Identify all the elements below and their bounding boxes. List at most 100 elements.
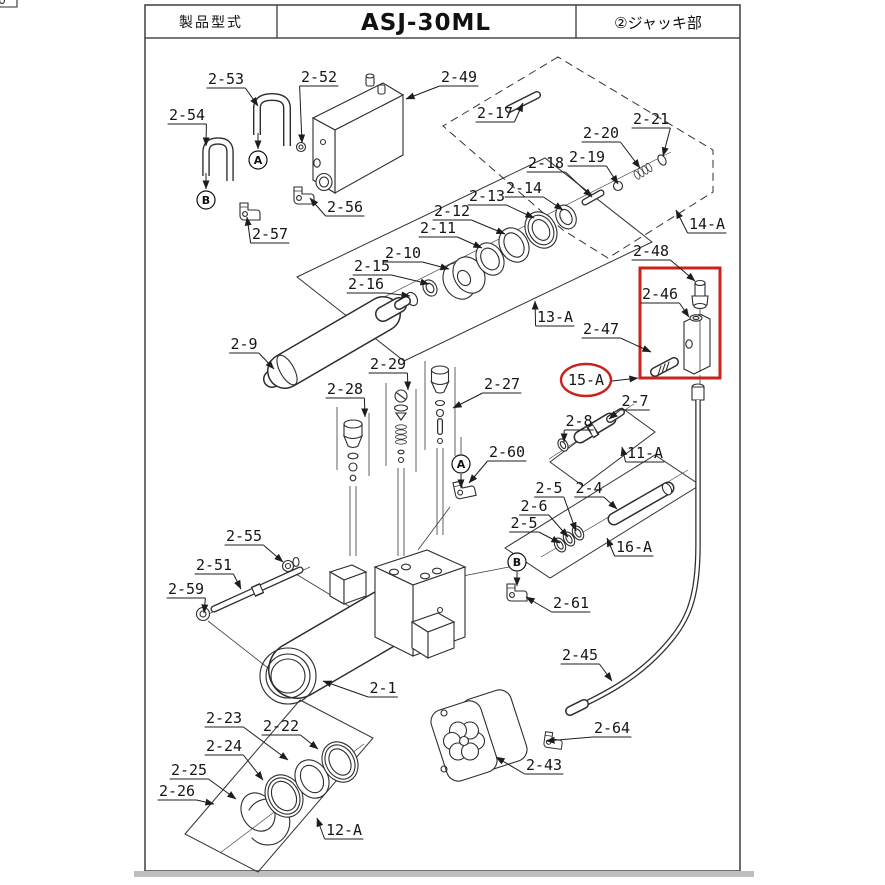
part-label-group: 2-47 (581, 320, 652, 353)
part-label: 14-A (689, 215, 725, 233)
part-label-group: 2-56 (309, 197, 365, 217)
hose-2-45 (565, 383, 705, 716)
part-label-group: 2-51 (194, 556, 242, 590)
part-label: 2-24 (206, 737, 242, 755)
part-label-group: 2-54 (167, 106, 210, 147)
callout-circle (451, 454, 471, 474)
part-label-group: 2-60 (468, 443, 527, 484)
part-label-group: 2-7 (608, 392, 650, 420)
part-label: 2-52 (301, 68, 337, 86)
part-label-group: 2-5 (509, 514, 561, 544)
callout-circle (196, 190, 216, 210)
part-label-group: 2-52 (298, 68, 339, 144)
part-label: 2-17 (477, 104, 513, 122)
part-label: 2-19 (569, 148, 605, 166)
part-label: 12-A (326, 821, 362, 839)
part-label: 2-59 (168, 580, 204, 598)
part-label: 2-18 (528, 154, 564, 172)
cylinder-body-2-1 (259, 549, 467, 705)
title-block-model: ASJ-30ML (361, 10, 491, 36)
fitting-2-48 (691, 279, 709, 310)
part-label-group: 2-59 (166, 580, 209, 614)
part-label-group: 2-53 (206, 70, 259, 107)
part-label: 15-A (568, 371, 604, 389)
stack-2-28 (336, 407, 370, 556)
part-label-group: 12-A (316, 817, 364, 840)
block-2-46 (683, 313, 711, 375)
part-label: 2-23 (206, 709, 242, 727)
group-14A-outline (442, 56, 714, 259)
part-label-group: 2-10 (383, 244, 450, 271)
part-label: 2-64 (594, 719, 630, 737)
part-label-group: 2-27 (452, 375, 522, 409)
callout-B: B (196, 173, 216, 210)
part-label-group: 16-A (606, 537, 654, 557)
part-label: 2-48 (633, 242, 669, 260)
part-label: 2-12 (434, 202, 470, 220)
part-label: 2-5 (535, 479, 562, 497)
oil-tank-part (311, 73, 405, 194)
part-label: 2-16 (348, 275, 384, 293)
part-label: 2-51 (196, 556, 232, 574)
part-label-group: 2-55 (224, 527, 284, 563)
callout-circle (248, 150, 268, 170)
part-label-group: 2-14 (504, 179, 564, 211)
part-label: 2-22 (263, 717, 299, 735)
part-label: 11-A (627, 444, 663, 462)
part-label: 2-29 (370, 355, 406, 373)
part-label-group: 11-A (620, 444, 665, 463)
part-label: 2-5 (510, 514, 537, 532)
callout-circle (507, 552, 527, 572)
callout-letter: B (513, 556, 521, 569)
stack-2-27 (424, 361, 456, 535)
grommet-2-52 (295, 141, 307, 153)
part-label-group: 2-28 (325, 380, 369, 418)
part-label-group: 2-45 (560, 646, 613, 682)
part-label-group: 2-49 (405, 68, 479, 100)
part-label-group: 2-61 (525, 594, 591, 613)
snap-ring-2-26 (248, 798, 291, 846)
ball-2-19 (612, 180, 624, 192)
part-label-group: 2-11 (418, 219, 483, 249)
highlight-ellipse (559, 362, 613, 398)
callout-letter: B (202, 194, 210, 207)
part-label: 2-6 (520, 497, 547, 515)
part-label: 2-53 (208, 70, 244, 88)
part-label: 2-45 (562, 646, 598, 664)
mount-foot-right (410, 612, 456, 659)
part-label-group: 2-15 (352, 257, 430, 286)
part-label: 2-27 (484, 375, 520, 393)
part-label: 2-47 (583, 320, 619, 338)
title-block-field-label: 製品型式 (179, 15, 243, 31)
part-label: 2-26 (159, 782, 195, 800)
stack-2-29 (385, 383, 417, 556)
part-label-group: 2-26 (157, 782, 215, 806)
part-label-group: 2-6 (519, 497, 569, 538)
part-label: 2-61 (553, 594, 589, 612)
part-label: 2-1 (369, 679, 396, 697)
part-label-group: 2-22 (261, 717, 319, 750)
bottom-seal-rings (240, 741, 359, 846)
seal-ring-chain (405, 204, 577, 307)
part-label: 2-11 (420, 219, 456, 237)
callout-A: A (248, 133, 268, 170)
part-label: 2-57 (252, 225, 288, 243)
part-label-group: 2-13 (467, 187, 535, 219)
part-label-group: 2-18 (526, 154, 593, 198)
mount-foot-left (328, 564, 368, 605)
part-label: 2-49 (441, 68, 477, 86)
part-label-group: 2-12 (432, 202, 506, 235)
part-label: 2-43 (526, 756, 562, 774)
frame-bottom-band (134, 871, 754, 877)
part-label: 2-4 (575, 479, 602, 497)
callout-B: B (507, 552, 527, 587)
part-label-group: 14-A (675, 209, 727, 234)
part-label: 2-9 (230, 335, 257, 353)
part-label-group: 13-A (531, 300, 575, 327)
part-label-group: 2-5 (534, 479, 577, 532)
piston-rod-2-9 (263, 296, 411, 389)
release-rod-parts (195, 556, 304, 622)
part-label: 2-15 (354, 257, 390, 275)
part-label-group: 2-20 (581, 124, 641, 169)
part-label-group: 2-48 (631, 242, 696, 282)
